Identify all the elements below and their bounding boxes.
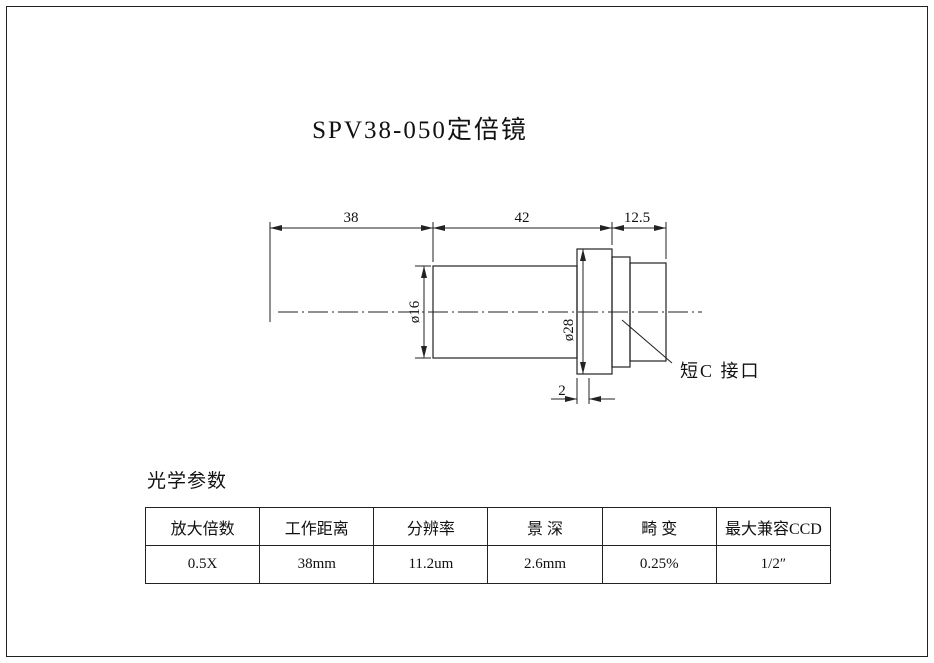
c-mount-thread	[629, 262, 667, 362]
dim-12-5-label: 12.5	[624, 210, 650, 226]
value-distortion: 0.25%	[601, 545, 717, 584]
dimension-2mm: 2	[551, 378, 615, 404]
col-header-max-ccd: 最大兼容CCD	[715, 507, 832, 546]
drawing-title: SPV38-050定倍镜	[312, 117, 528, 144]
col-header-resolution: 分辨率	[373, 507, 489, 546]
value-working-distance: 38mm	[259, 545, 375, 584]
value-depth-of-field: 2.6mm	[487, 545, 603, 584]
col-header-working-distance: 工作距离	[259, 507, 375, 546]
optical-params-table: 放大倍数 工作距离 分辨率 景 深 畸 变 最大兼容CCD 0.5X 38mm …	[144, 507, 832, 584]
col-header-magnification: 放大倍数	[144, 507, 261, 546]
dim-2-label: 2	[558, 383, 566, 399]
value-magnification: 0.5X	[144, 545, 261, 584]
dia-16-label: ø16	[407, 300, 423, 323]
dim-42-label: 42	[515, 210, 530, 226]
dimension-top-chain: 38 42 12.5	[269, 210, 667, 322]
dia-28-label: ø28	[561, 319, 577, 342]
col-header-distortion: 畸 变	[601, 507, 717, 546]
dimension-dia16: ø16	[407, 265, 431, 359]
table-row: 0.5X 38mm 11.2um 2.6mm 0.25% 1/2″	[144, 545, 832, 584]
lens-body-outline	[432, 248, 667, 375]
value-max-ccd: 1/2″	[715, 545, 832, 584]
dimension-dia28: ø28	[561, 249, 586, 374]
c-mount-leader: 短C 接口	[621, 319, 761, 381]
c-mount-leader-label: 短C 接口	[680, 361, 761, 381]
col-header-depth-of-field: 景 深	[487, 507, 603, 546]
table-header-row: 放大倍数 工作距离 分辨率 景 深 畸 变 最大兼容CCD	[144, 507, 832, 546]
dim-38-label: 38	[344, 210, 359, 226]
optical-params-caption: 光学参数	[147, 471, 228, 492]
value-resolution: 11.2um	[373, 545, 489, 584]
